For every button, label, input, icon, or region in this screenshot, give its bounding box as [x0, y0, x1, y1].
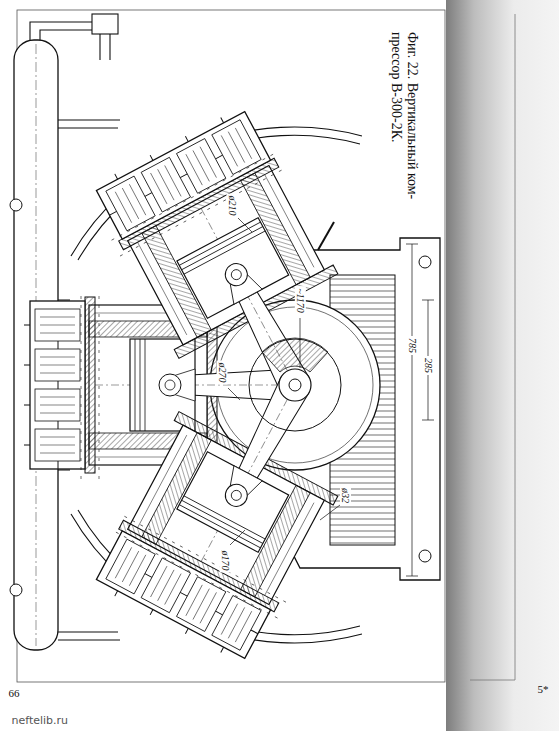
dimension-label: ø210 [227, 193, 238, 217]
next-page [446, 0, 559, 731]
crankshaft [249, 338, 341, 431]
dimension-label: 285 [423, 356, 434, 375]
dimension-lines [228, 218, 434, 576]
page-frame [17, 10, 445, 682]
figure-caption: Фиг. 22. Вертикальный ком- прессор В-300… [388, 32, 420, 232]
dimension-label: ~1170 [294, 286, 305, 315]
page-number: 66 [9, 687, 20, 699]
dimension-label: ø32 [340, 486, 351, 505]
next-page-frame [470, 14, 515, 680]
dimension-label: 785 [407, 336, 418, 355]
dimension-label: ø170 [220, 548, 231, 572]
dimension-label: ø270 [217, 360, 228, 384]
page-number: 5* [538, 683, 549, 695]
watermark: neftelib.ru [12, 714, 69, 727]
